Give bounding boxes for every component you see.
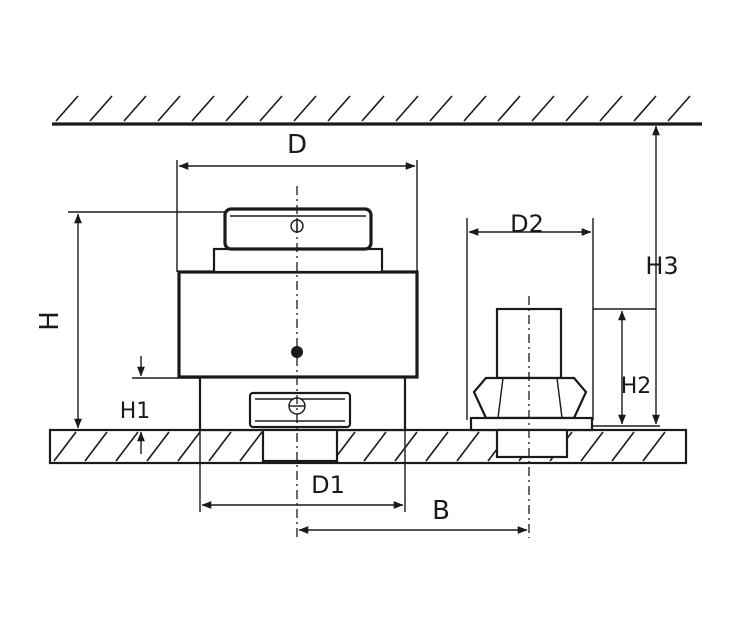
hatch-line [580, 431, 604, 462]
hatch-line [463, 95, 487, 122]
hatch-line [425, 431, 449, 462]
hatch-line [565, 95, 589, 122]
hatch-line [611, 431, 635, 462]
hatch-line [327, 95, 351, 122]
mount-collar [212, 247, 384, 274]
dimension-h3: H3 [645, 125, 679, 425]
hatch-line [55, 95, 79, 122]
dimension-h: H [35, 211, 226, 429]
hatch-line [239, 431, 263, 462]
hatch-line [53, 431, 77, 462]
hatch-line [115, 431, 139, 462]
hatch-line [123, 95, 147, 122]
hatch-line [599, 95, 623, 122]
hatch-line [208, 431, 232, 462]
dimension-d1: D1 [199, 430, 406, 512]
dimension-label-h: H [35, 311, 65, 331]
nut-washer [469, 416, 594, 432]
dimension-label-d2: D2 [510, 210, 544, 238]
hatch-line [259, 95, 283, 122]
hex-nut [472, 376, 588, 420]
hatch-line [89, 95, 113, 122]
bolt-stub [495, 428, 569, 459]
hatch-line [191, 95, 215, 122]
dimension-h2: H2 [593, 308, 660, 427]
dimension-d: D [176, 130, 418, 272]
dimension-label-h3: H3 [645, 252, 678, 280]
base-plate [48, 428, 688, 465]
hatch-line [363, 431, 387, 462]
hatch-line [146, 431, 170, 462]
dimension-label-b: B [432, 496, 450, 526]
hatch-line [395, 95, 419, 122]
ceiling-plane [52, 95, 702, 126]
dimension-h1: H1 [120, 356, 200, 454]
hatch-line [225, 95, 249, 122]
mount-bolt [261, 428, 339, 463]
hatch-line [667, 95, 691, 122]
hatch-line [394, 431, 418, 462]
hatch-line [157, 95, 181, 122]
hatch-line [456, 431, 480, 462]
hatch-line [293, 95, 317, 122]
dimension-d2: D2 [466, 210, 594, 420]
hatch-line [84, 431, 108, 462]
hatch-line [177, 431, 201, 462]
dimension-label-d: D [287, 130, 307, 160]
mount-body [177, 270, 419, 379]
dimension-label-h2: H2 [621, 374, 652, 399]
hatch-line [429, 95, 453, 122]
hatch-line [497, 95, 521, 122]
dimension-b: B [298, 496, 528, 534]
hatch-line [642, 431, 666, 462]
hatch-line [633, 95, 657, 122]
dimension-label-d1: D1 [311, 471, 345, 499]
hatch-line [531, 95, 555, 122]
hatch-line [361, 95, 385, 122]
mount-assembly [177, 207, 419, 463]
dimension-label-h1: H1 [120, 399, 151, 424]
